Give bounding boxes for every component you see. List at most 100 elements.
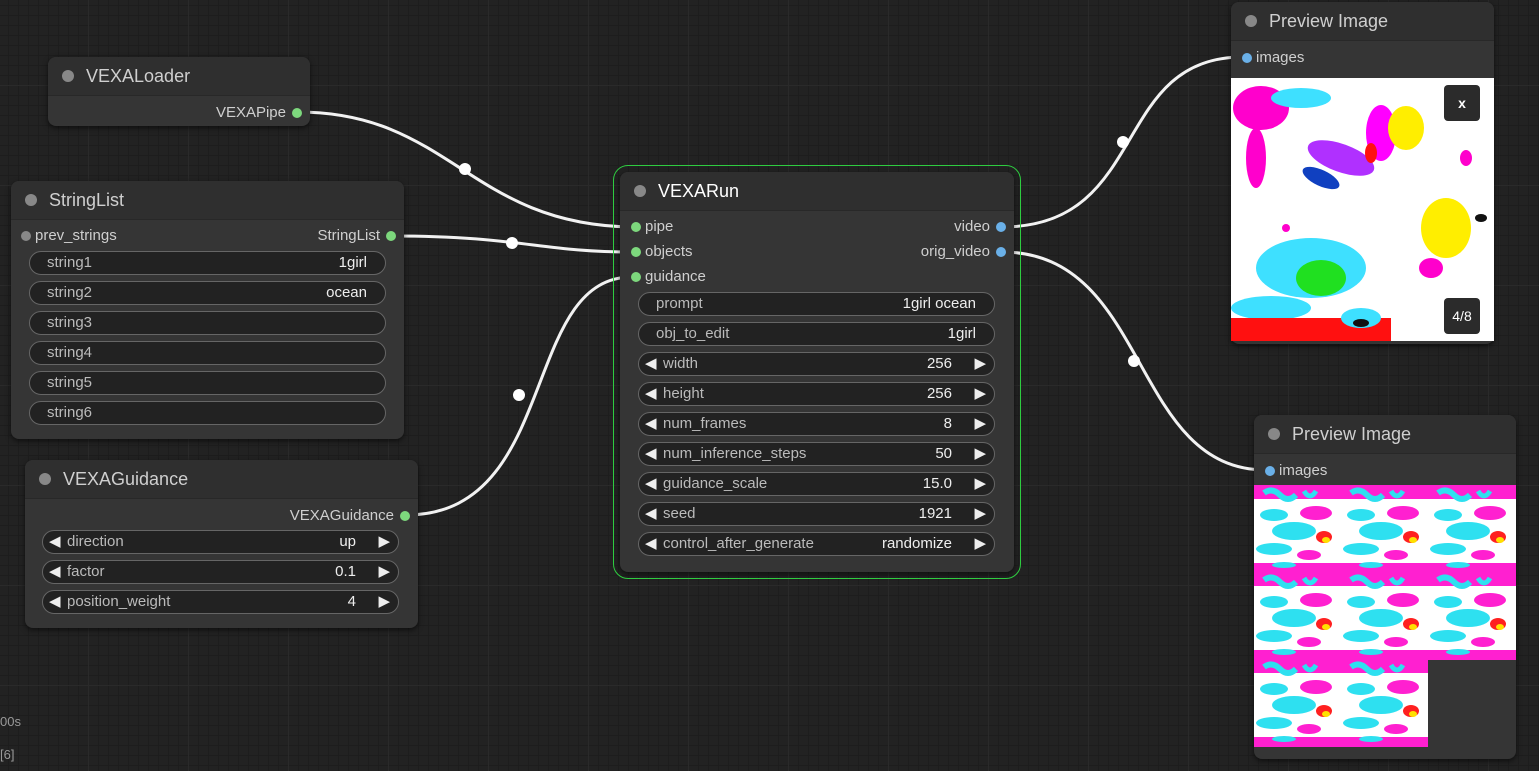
widget-value: 1girl [338, 254, 367, 271]
widget-value: ocean [326, 284, 367, 301]
slot-label: orig_video [920, 243, 990, 260]
collapse-dot-icon[interactable] [25, 194, 37, 206]
collapse-dot-icon[interactable] [1268, 428, 1280, 440]
arrow-right-icon[interactable]: ▶ [974, 505, 986, 522]
arrow-left-icon[interactable]: ◀ [49, 533, 61, 550]
number-widget-width[interactable]: ◀ width 256 ▶ [638, 352, 995, 376]
preview-image[interactable]: x 4/8 [1231, 78, 1494, 341]
combo-widget-control-after-generate[interactable]: ◀ control_after_generate randomize ▶ [638, 532, 995, 556]
input-pin-icon[interactable] [631, 222, 641, 232]
output-slot-orig-video[interactable]: orig_video [920, 243, 1006, 261]
arrow-right-icon[interactable]: ▶ [974, 385, 986, 402]
combo-widget-direction[interactable]: ◀ direction up ▶ [42, 530, 399, 554]
output-pin-icon[interactable] [996, 222, 1006, 232]
arrow-left-icon[interactable]: ◀ [49, 563, 61, 580]
preview-image-grid[interactable] [1254, 485, 1516, 747]
input-pin-icon[interactable] [1242, 53, 1252, 63]
widget-label: num_frames [663, 415, 747, 432]
arrow-right-icon[interactable]: ▶ [378, 533, 390, 550]
number-widget-height[interactable]: ◀ height 256 ▶ [638, 382, 995, 406]
link-midpoint [1128, 355, 1140, 367]
number-widget-factor[interactable]: ◀ factor 0.1 ▶ [42, 560, 399, 584]
arrow-left-icon[interactable]: ◀ [645, 475, 657, 492]
arrow-right-icon[interactable]: ▶ [378, 593, 390, 610]
node-title: Preview Image [1269, 11, 1389, 31]
output-pin-icon[interactable] [996, 247, 1006, 257]
text-widget-string1[interactable]: string1 1girl [29, 251, 386, 275]
output-slot-video[interactable]: video [954, 218, 1006, 236]
collapse-dot-icon[interactable] [634, 185, 646, 197]
widget-label: string2 [47, 284, 93, 301]
number-widget-seed[interactable]: ◀ seed 1921 ▶ [638, 502, 995, 526]
slot-label: pipe [645, 218, 674, 235]
number-widget-num-inference-steps[interactable]: ◀ num_inference_steps 50 ▶ [638, 442, 995, 466]
node-vexarun[interactable]: VEXARun pipe objects guidance video orig… [613, 165, 1021, 579]
input-slot-images[interactable]: images [1242, 49, 1304, 67]
node-title-bar[interactable]: StringList [11, 181, 404, 220]
output-slot-vexaguidance[interactable]: VEXAGuidance [290, 507, 410, 525]
number-widget-guidance-scale[interactable]: ◀ guidance_scale 15.0 ▶ [638, 472, 995, 496]
input-slot-objects[interactable]: objects [631, 243, 693, 261]
widget-value: up [339, 533, 356, 550]
arrow-right-icon[interactable]: ▶ [974, 415, 986, 432]
arrow-left-icon[interactable]: ◀ [645, 505, 657, 522]
output-pin-icon[interactable] [386, 231, 396, 241]
close-preview-button[interactable]: x [1444, 85, 1480, 121]
node-title-bar[interactable]: Preview Image [1254, 415, 1516, 454]
number-widget-position-weight[interactable]: ◀ position_weight 4 ▶ [42, 590, 399, 614]
collapse-dot-icon[interactable] [39, 473, 51, 485]
text-widget-string3[interactable]: string3 [29, 311, 386, 335]
input-pin-icon[interactable] [21, 231, 31, 241]
collapse-dot-icon[interactable] [1245, 15, 1257, 27]
node-title-bar[interactable]: VEXARun [620, 172, 1014, 211]
node-title-bar[interactable]: VEXAGuidance [25, 460, 418, 499]
text-widget-string4[interactable]: string4 [29, 341, 386, 365]
node-stringlist[interactable]: StringList prev_strings StringList strin… [11, 181, 404, 439]
text-widget-prompt[interactable]: prompt 1girl ocean [638, 292, 995, 316]
arrow-left-icon[interactable]: ◀ [645, 355, 657, 372]
node-preview-image-1[interactable]: Preview Image images x [1231, 2, 1494, 344]
input-pin-icon[interactable] [631, 272, 641, 282]
arrow-left-icon[interactable]: ◀ [645, 385, 657, 402]
widget-value: 8 [943, 415, 952, 432]
node-preview-image-2[interactable]: Preview Image images [1254, 415, 1516, 759]
node-title-bar[interactable]: Preview Image [1231, 2, 1494, 41]
node-vexaguidance[interactable]: VEXAGuidance VEXAGuidance ◀ direction up… [25, 460, 418, 628]
arrow-left-icon[interactable]: ◀ [645, 445, 657, 462]
text-widget-string5[interactable]: string5 [29, 371, 386, 395]
text-widget-string6[interactable]: string6 [29, 401, 386, 425]
arrow-left-icon[interactable]: ◀ [645, 415, 657, 432]
preview-image-content [1231, 78, 1494, 341]
arrow-left-icon[interactable]: ◀ [645, 535, 657, 552]
input-pin-icon[interactable] [1265, 466, 1275, 476]
input-slot-guidance[interactable]: guidance [631, 268, 706, 286]
widget-value: 1girl [947, 325, 976, 342]
arrow-right-icon[interactable]: ▶ [378, 563, 390, 580]
output-slot-stringlist[interactable]: StringList [317, 227, 396, 245]
input-slot-pipe[interactable]: pipe [631, 218, 674, 236]
text-widget-obj-to-edit[interactable]: obj_to_edit 1girl [638, 322, 995, 346]
arrow-left-icon[interactable]: ◀ [49, 593, 61, 610]
arrow-right-icon[interactable]: ▶ [974, 355, 986, 372]
output-pin-icon[interactable] [292, 108, 302, 118]
collapse-dot-icon[interactable] [62, 70, 74, 82]
node-title: Preview Image [1292, 424, 1412, 444]
widget-label: num_inference_steps [663, 445, 807, 462]
status-time: 00s [0, 714, 21, 729]
node-vexaloader[interactable]: VEXALoader VEXAPipe [48, 57, 310, 126]
arrow-right-icon[interactable]: ▶ [974, 445, 986, 462]
text-widget-string2[interactable]: string2 ocean [29, 281, 386, 305]
arrow-right-icon[interactable]: ▶ [974, 475, 986, 492]
widget-label: height [663, 385, 704, 402]
widget-label: string5 [47, 374, 93, 391]
node-title-bar[interactable]: VEXALoader [48, 57, 310, 96]
output-pin-icon[interactable] [400, 511, 410, 521]
slot-label: StringList [317, 227, 380, 244]
number-widget-num-frames[interactable]: ◀ num_frames 8 ▶ [638, 412, 995, 436]
input-slot-images[interactable]: images [1265, 462, 1327, 480]
input-pin-icon[interactable] [631, 247, 641, 257]
arrow-right-icon[interactable]: ▶ [974, 535, 986, 552]
input-slot-prev-strings[interactable]: prev_strings [21, 227, 117, 245]
output-slot-vexapipe[interactable]: VEXAPipe [216, 104, 302, 122]
slot-label: objects [645, 243, 693, 260]
